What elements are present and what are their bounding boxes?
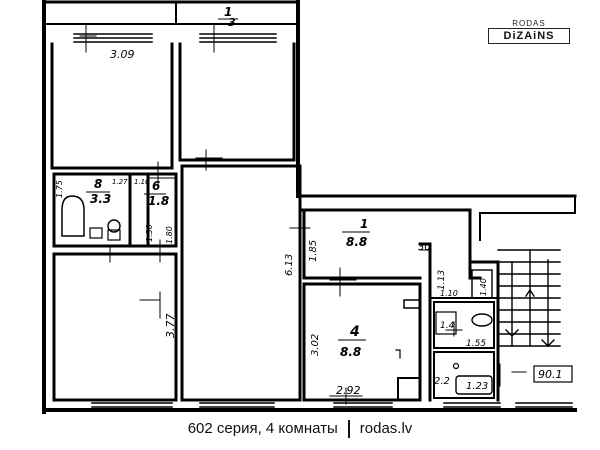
dim-1-40: 1.40 xyxy=(479,278,488,296)
bathtub xyxy=(61,195,85,237)
toilet-6 xyxy=(107,219,121,233)
dim-1-85: 1.85 xyxy=(308,240,319,262)
room-8-area: 3.3 xyxy=(90,192,111,206)
window-bottom-5 xyxy=(515,402,573,412)
room-1-area: 8.8 xyxy=(346,235,367,249)
window-top-1 xyxy=(73,33,153,43)
dim-1-10a: 1.10 xyxy=(134,178,150,186)
room-top-area: 3 xyxy=(228,16,236,29)
dim-3-77: 3.77 xyxy=(164,314,177,339)
window-bottom-3 xyxy=(333,402,393,412)
room-6-number: 6 xyxy=(152,179,160,193)
window-bottom-4 xyxy=(443,402,501,412)
dim-1-30: 1.30 xyxy=(145,224,154,242)
wc-small xyxy=(433,301,495,349)
sink xyxy=(89,227,103,239)
brand-name: DiZAiNS xyxy=(488,28,570,44)
dim-1-4: 1.4 xyxy=(440,321,455,331)
staircase xyxy=(497,249,561,347)
dim-1-80: 1.80 xyxy=(165,226,174,244)
caption-separator xyxy=(347,420,350,439)
window-top-2 xyxy=(199,33,277,43)
caption-series: 602 серия, 4 комнаты xyxy=(187,420,338,437)
window-bottom-2 xyxy=(199,402,275,412)
room-4-number: 4 xyxy=(349,324,360,340)
dim-30: 30 xyxy=(418,242,431,253)
room-8-number: 8 xyxy=(94,177,102,191)
room-6-area: 1.8 xyxy=(148,194,169,208)
dim-6-13: 6.13 xyxy=(284,254,295,276)
dim-1-13: 1.13 xyxy=(437,270,447,290)
dim-3-02: 3.02 xyxy=(310,334,321,356)
dim-1-75: 1.75 xyxy=(55,180,64,198)
room-top-number: 1 xyxy=(224,5,232,19)
dim-90-1: 90.1 xyxy=(538,368,563,381)
dim-1-23: 1.23 xyxy=(466,381,488,392)
dim-1-55: 1.55 xyxy=(466,339,486,349)
room-4-area: 8.8 xyxy=(340,345,361,359)
plan-caption: 602 серия, 4 комнаты rodas.lv xyxy=(0,420,600,439)
caption-site: rodas.lv xyxy=(359,420,413,437)
dim-2-92: 2.92 xyxy=(336,384,361,397)
dim-1-10b: 1.10 xyxy=(440,289,458,298)
rodas-dizains-logo: RODAS DiZAiNS xyxy=(484,20,574,44)
room-1-number: 1 xyxy=(360,217,368,231)
brand-top: RODAS xyxy=(512,19,546,28)
window-bottom-1 xyxy=(91,402,173,412)
dim-2-2: 2.2 xyxy=(434,376,450,387)
dim-3-09: 3.09 xyxy=(110,48,135,61)
dim-1-27: 1.27 xyxy=(112,178,128,186)
